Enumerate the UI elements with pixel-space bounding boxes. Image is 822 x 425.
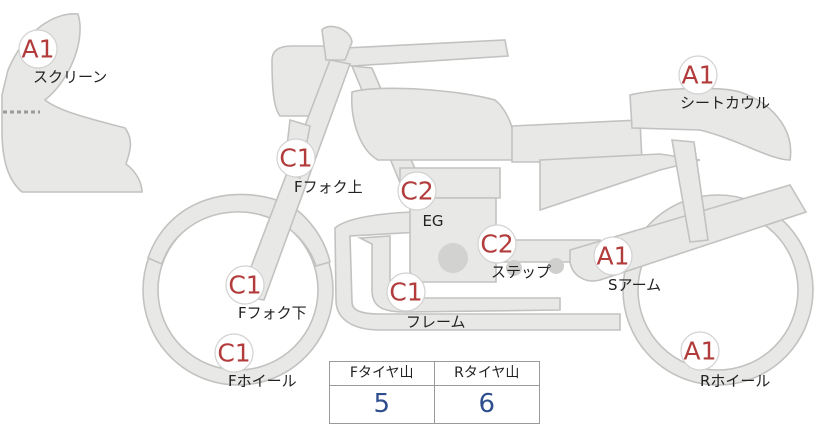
step-grade-circle — [477, 224, 517, 264]
screen-marker: A1 スクリーン — [18, 29, 107, 86]
frame-grade-circle — [386, 272, 426, 312]
step-label: ステップ — [491, 263, 551, 281]
frame-grade: C1 — [389, 278, 422, 307]
seat-cowl-grade-circle — [678, 55, 718, 95]
tire-tread-table: Fタイヤ山 Rタイヤ山 5 6 — [329, 361, 540, 424]
engine-label: EG — [422, 212, 443, 230]
swingarm-grade-circle — [593, 236, 633, 276]
fork-lower-grade-circle — [225, 265, 265, 305]
front-wheel-label: Fホイール — [228, 372, 297, 390]
frame-label: フレーム — [406, 313, 466, 331]
step-grade: C2 — [480, 230, 513, 259]
screen-grade-circle — [18, 29, 58, 69]
engine-grade: C2 — [400, 177, 433, 206]
front-wheel-grade: C1 — [217, 339, 250, 368]
step-shape — [506, 258, 564, 276]
swingarm-label: Sアーム — [608, 276, 661, 294]
seat-cowl-label: シートカウル — [680, 94, 770, 112]
rear-wheel-label: Rホイール — [700, 372, 770, 390]
step-marker: C2 ステップ — [477, 224, 551, 281]
rear-shock-shape — [671, 139, 709, 243]
engine-grade-circle — [397, 171, 437, 211]
frame-marker: C1 フレーム — [386, 272, 466, 331]
fork-lower-grade: C1 — [228, 271, 261, 300]
rear-wheel-grade: A1 — [683, 337, 716, 366]
front-tread-header: Fタイヤ山 — [330, 362, 435, 386]
seat-cowl-marker: A1 シートカウル — [678, 55, 770, 112]
screen-grade: A1 — [21, 35, 54, 64]
front-wheel-grade-circle — [214, 333, 254, 373]
fork-upper-label: Fフォク上 — [294, 178, 363, 196]
screen-label: スクリーン — [33, 68, 107, 86]
seat-cowl-grade: A1 — [681, 61, 714, 90]
fork-lower-label: Fフォク下 — [238, 304, 307, 322]
rear-tread-value: 6 — [478, 389, 496, 419]
fork-upper-grade-circle — [276, 138, 316, 178]
front-tread-value: 5 — [330, 386, 435, 423]
swingarm-grade: A1 — [596, 242, 629, 271]
fork-upper-grade: C1 — [279, 144, 312, 173]
rear-wheel-grade-circle — [680, 331, 720, 371]
rear-tread-header: Rタイヤ山 — [434, 362, 539, 386]
fuel-tank-shape — [350, 87, 518, 161]
